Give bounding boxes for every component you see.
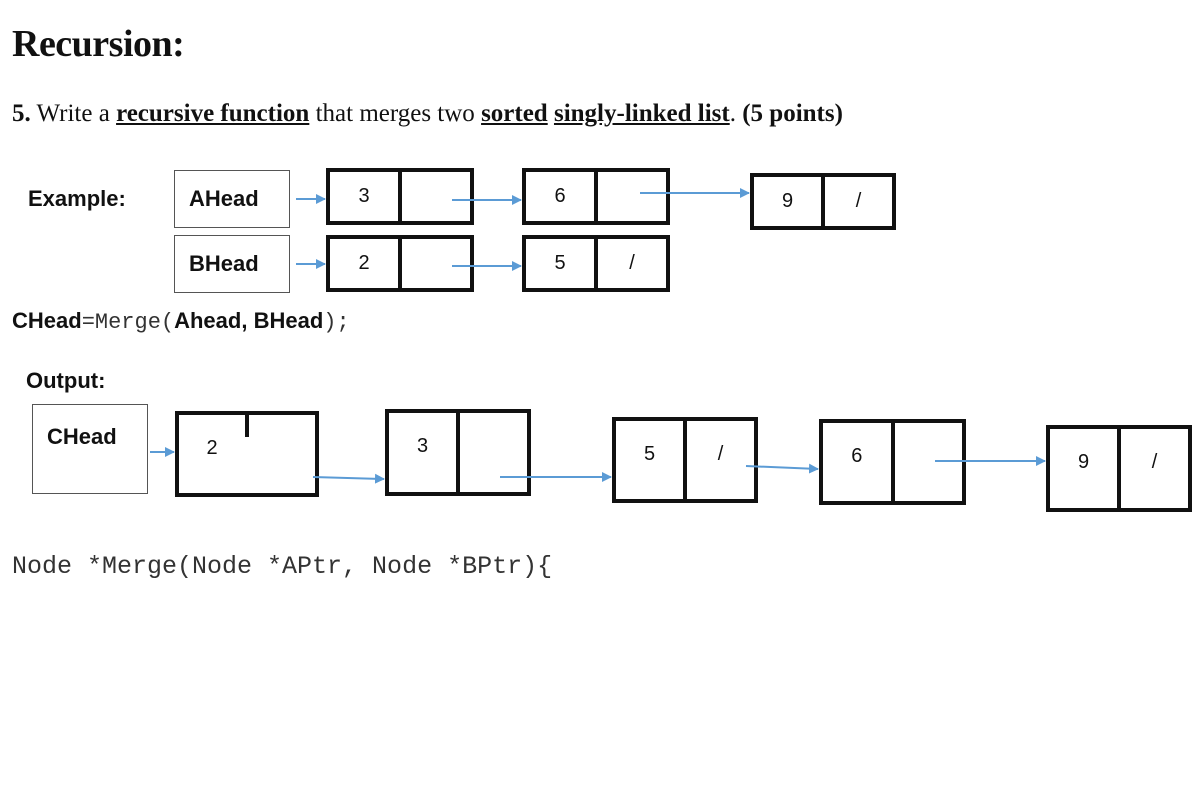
- node-value: 3: [416, 435, 429, 457]
- node-next: /: [683, 421, 754, 499]
- example-label: Example:: [28, 186, 126, 211]
- output-node-3: 5 /: [612, 417, 758, 503]
- page-title: Recursion:: [12, 23, 185, 65]
- node-next: [594, 172, 666, 221]
- function-signature: Node *Merge(Node *APtr, Node *BPtr){: [12, 552, 553, 581]
- call-args: Ahead, BHead: [174, 308, 324, 333]
- output-node-1: 2: [175, 411, 319, 497]
- question-emphasis-sorted: sorted: [481, 100, 548, 127]
- node-value: 2: [358, 252, 370, 274]
- node-value: 2: [206, 437, 218, 459]
- output-node-2: 3: [385, 409, 531, 496]
- node-next: [398, 239, 470, 288]
- node-value: 5: [554, 252, 566, 274]
- node-next: [456, 413, 527, 492]
- question-points: (5 points): [742, 100, 843, 127]
- node-value: 9: [1077, 451, 1090, 473]
- list-a-node-1: 3: [326, 168, 474, 225]
- list-a-node-3: 9 /: [750, 173, 896, 230]
- question-text-part: that merges two: [309, 100, 482, 127]
- chead-box: CHead: [32, 404, 148, 494]
- list-b-node-1: 2: [326, 235, 474, 292]
- output-node-5: 9 /: [1046, 425, 1192, 512]
- question-text-part: .: [729, 100, 743, 127]
- node-value: 6: [851, 445, 863, 467]
- question-emphasis-linked-list: singly-linked list: [553, 100, 730, 127]
- arrow-c1-to-c2: [312, 473, 385, 484]
- question-emphasis-recursive: recursive function: [116, 100, 310, 127]
- list-b-node-2: 5 /: [522, 235, 670, 292]
- node-value: 5: [643, 443, 656, 465]
- node-next: [398, 172, 470, 221]
- node-next: /: [821, 177, 892, 226]
- list-a-node-2: 6: [522, 168, 670, 225]
- ahead-box: AHead: [174, 170, 290, 228]
- node-next: /: [1117, 429, 1188, 508]
- node-next: [890, 423, 963, 501]
- output-label: Output:: [26, 368, 106, 393]
- call-fn: Merge(: [94, 310, 175, 335]
- question-number: 5.: [12, 100, 31, 127]
- call-close: );: [323, 310, 350, 335]
- bhead-box: BHead: [174, 235, 290, 293]
- node-value: 9: [781, 190, 794, 212]
- output-node-4: 6: [819, 419, 966, 505]
- node-next: /: [594, 239, 666, 288]
- node-next: [245, 415, 315, 437]
- call-lhs: CHead: [12, 308, 82, 333]
- node-value: 6: [554, 185, 566, 207]
- question-text-part: Write a: [30, 100, 117, 127]
- question-text: 5. Write a recursive function that merge…: [12, 100, 843, 128]
- node-value: 3: [358, 185, 370, 207]
- call-eq: =: [81, 310, 95, 335]
- merge-call: CHead=Merge(Ahead, BHead);: [12, 308, 350, 335]
